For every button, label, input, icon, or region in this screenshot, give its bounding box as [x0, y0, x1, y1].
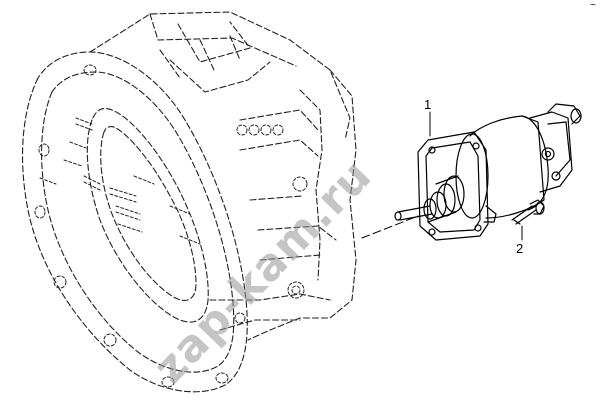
housing-bolt-holes: [34, 64, 308, 388]
callout-2-label: 2: [516, 241, 524, 256]
corner-mark: ~: [590, 0, 596, 11]
assembly-leader-line: [361, 215, 419, 239]
callout-1-label: 1: [424, 97, 432, 112]
mounting-bolt: [511, 199, 545, 225]
clutch-servo-unit: [394, 103, 582, 241]
callout-leaders: [429, 111, 523, 241]
clutch-housing-phantom: [22, 11, 357, 393]
housing-studs: [39, 117, 201, 245]
